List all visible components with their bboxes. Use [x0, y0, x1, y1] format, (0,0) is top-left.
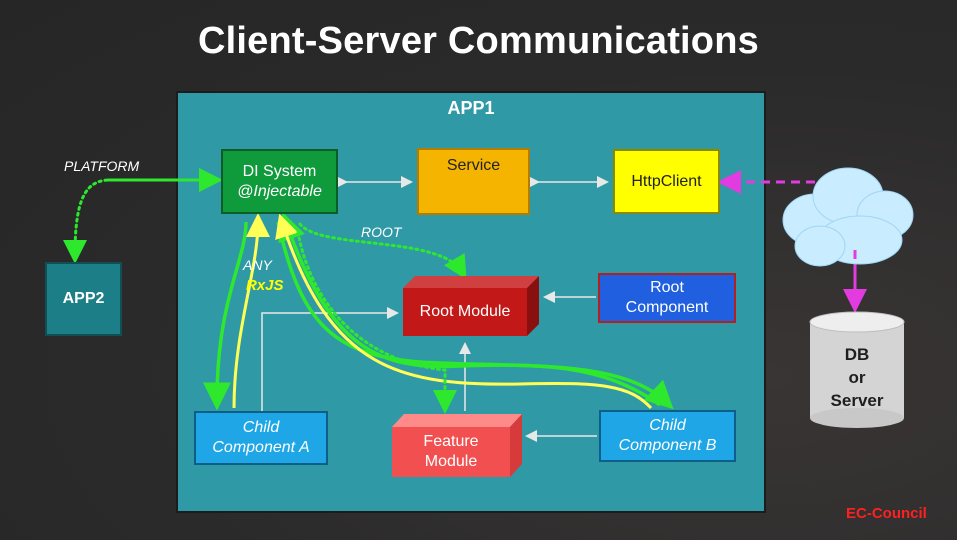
feature-module-label: Feature Module [392, 427, 510, 477]
child-b-line1: Child [649, 417, 686, 434]
root-module-label: Root Module [419, 303, 511, 320]
app1-label: APP1 [447, 98, 495, 118]
app2-box: APP2 [45, 262, 122, 336]
httpclient-label: HttpClient [631, 172, 702, 190]
database-cylinder-icon [809, 311, 905, 428]
di-system-injectable: @Injectable [237, 182, 322, 200]
di-system-box: DI System @Injectable [221, 149, 338, 214]
root-component-line1: Root [650, 279, 684, 296]
green-solid-arrows [203, 212, 674, 411]
ec-council-logo: EC-Council [846, 505, 927, 522]
platform-label: PLATFORM [64, 158, 140, 174]
child-b-line2: Component B [618, 437, 717, 454]
rxjs-label: RxJS [246, 277, 284, 294]
di-system-title: DI System [242, 162, 317, 180]
feature-module-box [392, 414, 522, 477]
feature-module-line1: Feature [423, 433, 479, 450]
db-line2: or [848, 368, 866, 387]
child-component-b-box: Child Component B [599, 410, 736, 462]
root-label: ROOT [361, 224, 402, 240]
root-component-line2: Component [625, 299, 709, 316]
root-module-box [403, 276, 539, 336]
root-component-box: Root Component [598, 273, 736, 323]
child-a-line1: Child [242, 419, 280, 436]
child-a-line2: Component A [212, 439, 310, 456]
feature-module-line2: Module [424, 453, 478, 470]
db-line3: Server [830, 391, 884, 410]
db-server-label: DB or Server [812, 343, 902, 412]
any-label: ANY [243, 257, 272, 273]
app2-label: APP2 [62, 290, 105, 307]
cloud-icon [782, 167, 914, 267]
httpclient-box: HttpClient [613, 149, 720, 214]
white-connectors [261, 176, 609, 442]
service-label: Service [446, 157, 501, 174]
child-component-a-box: Child Component A [194, 411, 328, 465]
green-dotted-arrows [63, 168, 467, 414]
service-box: Service [417, 148, 530, 215]
slide-title: Client-Server Communications [198, 20, 759, 62]
db-line1: DB [844, 345, 870, 364]
yellow-solid-arrows [232, 213, 653, 410]
